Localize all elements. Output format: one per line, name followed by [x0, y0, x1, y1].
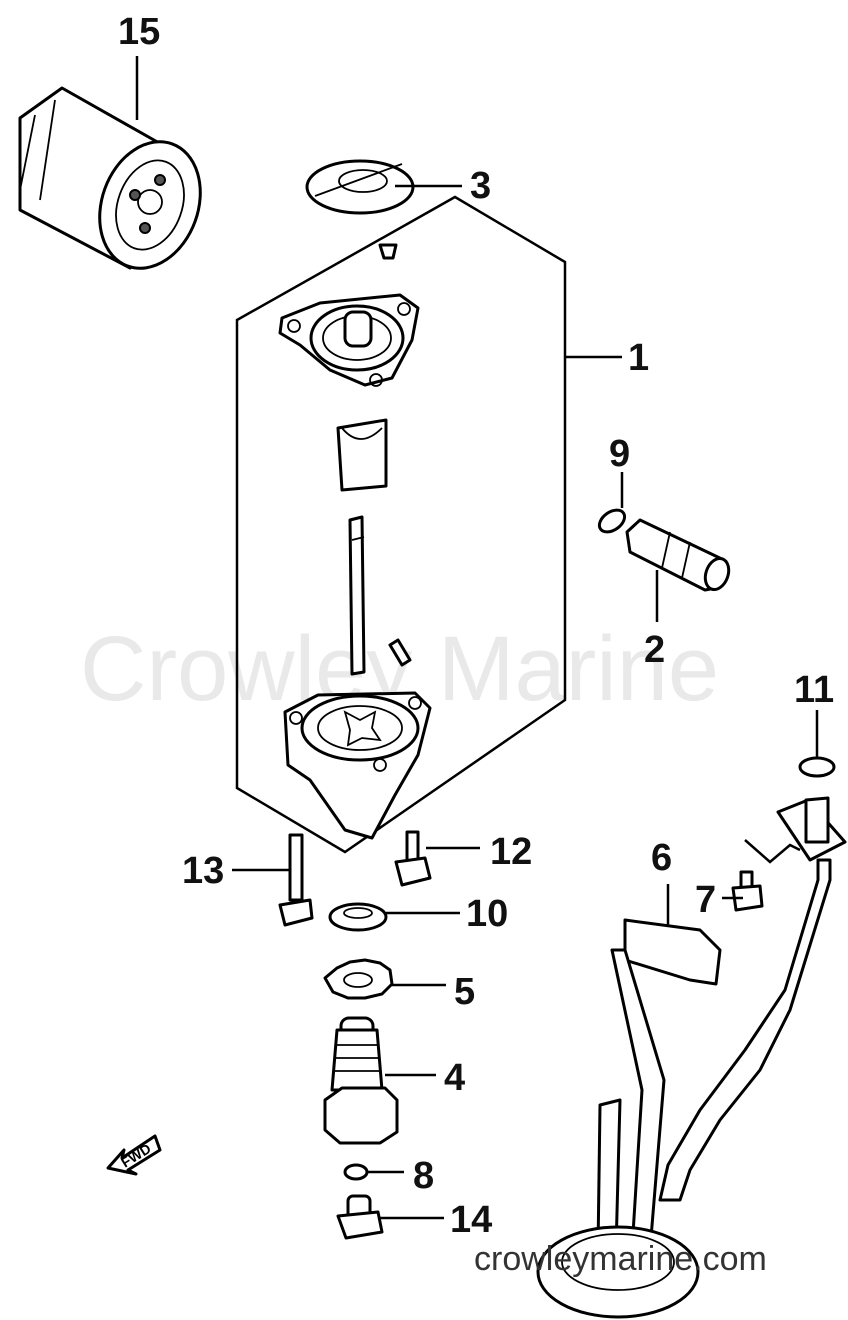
small-washer — [343, 1163, 369, 1181]
callout-2: 2 — [644, 629, 665, 671]
callout-12: 12 — [490, 831, 532, 873]
relief-valve — [625, 518, 731, 592]
leader-lines — [135, 56, 819, 1220]
strainer-o-ring — [798, 756, 836, 778]
oil-pump-kit-outline — [235, 195, 567, 854]
drain-bolt — [336, 1194, 384, 1240]
bracket-bolt — [731, 870, 764, 912]
pump-shaft — [348, 515, 412, 676]
pump-cover — [278, 243, 420, 387]
callout-4: 4 — [444, 1057, 465, 1099]
long-bolt — [278, 833, 314, 927]
lock-washer — [323, 958, 394, 1000]
union-bolt — [323, 1016, 399, 1145]
callout-14: 14 — [450, 1199, 492, 1241]
callout-15: 15 — [118, 11, 160, 53]
short-bolt — [394, 830, 432, 887]
callout-9: 9 — [609, 433, 630, 475]
inner-rotor — [336, 418, 388, 492]
flat-washer — [328, 902, 388, 932]
relief-valve-o-ring — [597, 508, 627, 534]
pump-body — [283, 691, 432, 840]
oil-filter — [18, 86, 202, 270]
callout-1: 1 — [628, 337, 649, 379]
callout-11: 11 — [794, 669, 834, 711]
callout-6: 6 — [651, 837, 672, 879]
callout-10: 10 — [466, 893, 508, 935]
site-url: crowleymarine.com — [474, 1240, 767, 1278]
forward-arrow: FWD — [106, 1134, 162, 1176]
callout-5: 5 — [454, 971, 475, 1013]
callout-13: 13 — [182, 850, 224, 892]
callout-3: 3 — [470, 165, 491, 207]
oil-strainer — [536, 796, 847, 1319]
callout-8: 8 — [413, 1155, 434, 1197]
callout-7: 7 — [695, 879, 716, 921]
